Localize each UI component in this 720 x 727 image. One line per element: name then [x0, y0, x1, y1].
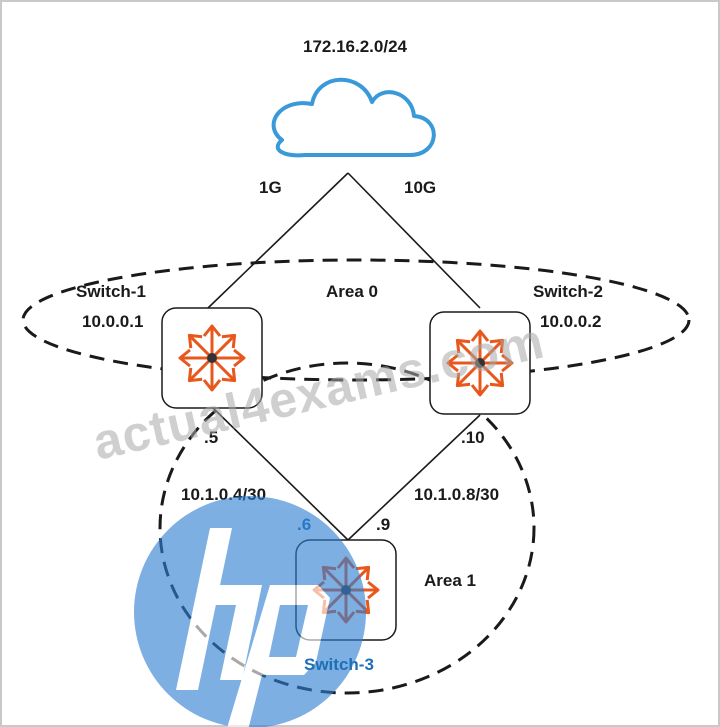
- link-line-sw2-sw3: [347, 414, 481, 541]
- uplink-line-switch2: [347, 172, 481, 309]
- router-arrow: [213, 359, 237, 383]
- link-line-sw1-sw3: [209, 404, 349, 541]
- area1-label: Area 1: [424, 571, 476, 590]
- router-arrow: [187, 359, 211, 383]
- area1-boundary: [158, 361, 536, 695]
- switch2-ip: 10.0.0.2: [540, 312, 601, 331]
- sw2-interface-label: .10: [461, 428, 485, 447]
- router-arrow: [216, 348, 246, 368]
- switch3-name: Switch-3: [304, 655, 374, 674]
- router-arrow: [178, 348, 208, 368]
- switch1-ip: 10.0.0.1: [82, 312, 143, 331]
- router-arrow: [455, 364, 479, 388]
- router-arrow: [484, 353, 514, 373]
- router-arrow: [455, 338, 479, 362]
- uplink-speed-switch2: 10G: [404, 178, 436, 197]
- switch2-router-icon: [429, 311, 531, 415]
- sw1-interface-label: .5: [204, 428, 218, 447]
- router-arrow: [213, 333, 237, 357]
- uplink-speed-switch1: 1G: [259, 178, 282, 197]
- cloud-icon: [271, 77, 436, 158]
- router-arrow: [202, 362, 222, 392]
- router-hub: [475, 358, 485, 368]
- hp-logo-watermark: hp: [134, 496, 366, 727]
- link-sw2-sw3-subnet: 10.1.0.8/30: [414, 485, 499, 504]
- router-arrow: [481, 338, 505, 362]
- cloud-subnet-label: 172.16.2.0/24: [303, 37, 408, 56]
- switch2-name: Switch-2: [533, 282, 603, 301]
- area0-label: Area 0: [326, 282, 378, 301]
- router-arrow: [470, 329, 490, 359]
- router-arrow: [481, 364, 505, 388]
- router-arrow: [446, 353, 476, 373]
- switch1-name: Switch-1: [76, 282, 146, 301]
- sw3-interface-label-right: .9: [376, 515, 390, 534]
- router-hub: [207, 353, 217, 363]
- uplink-line-switch1: [207, 172, 349, 309]
- router-arrow: [202, 324, 222, 354]
- router-arrow: [470, 367, 490, 397]
- area0-boundary: [21, 258, 691, 382]
- switch1-router-icon: [161, 307, 263, 409]
- router-arrow: [187, 333, 211, 357]
